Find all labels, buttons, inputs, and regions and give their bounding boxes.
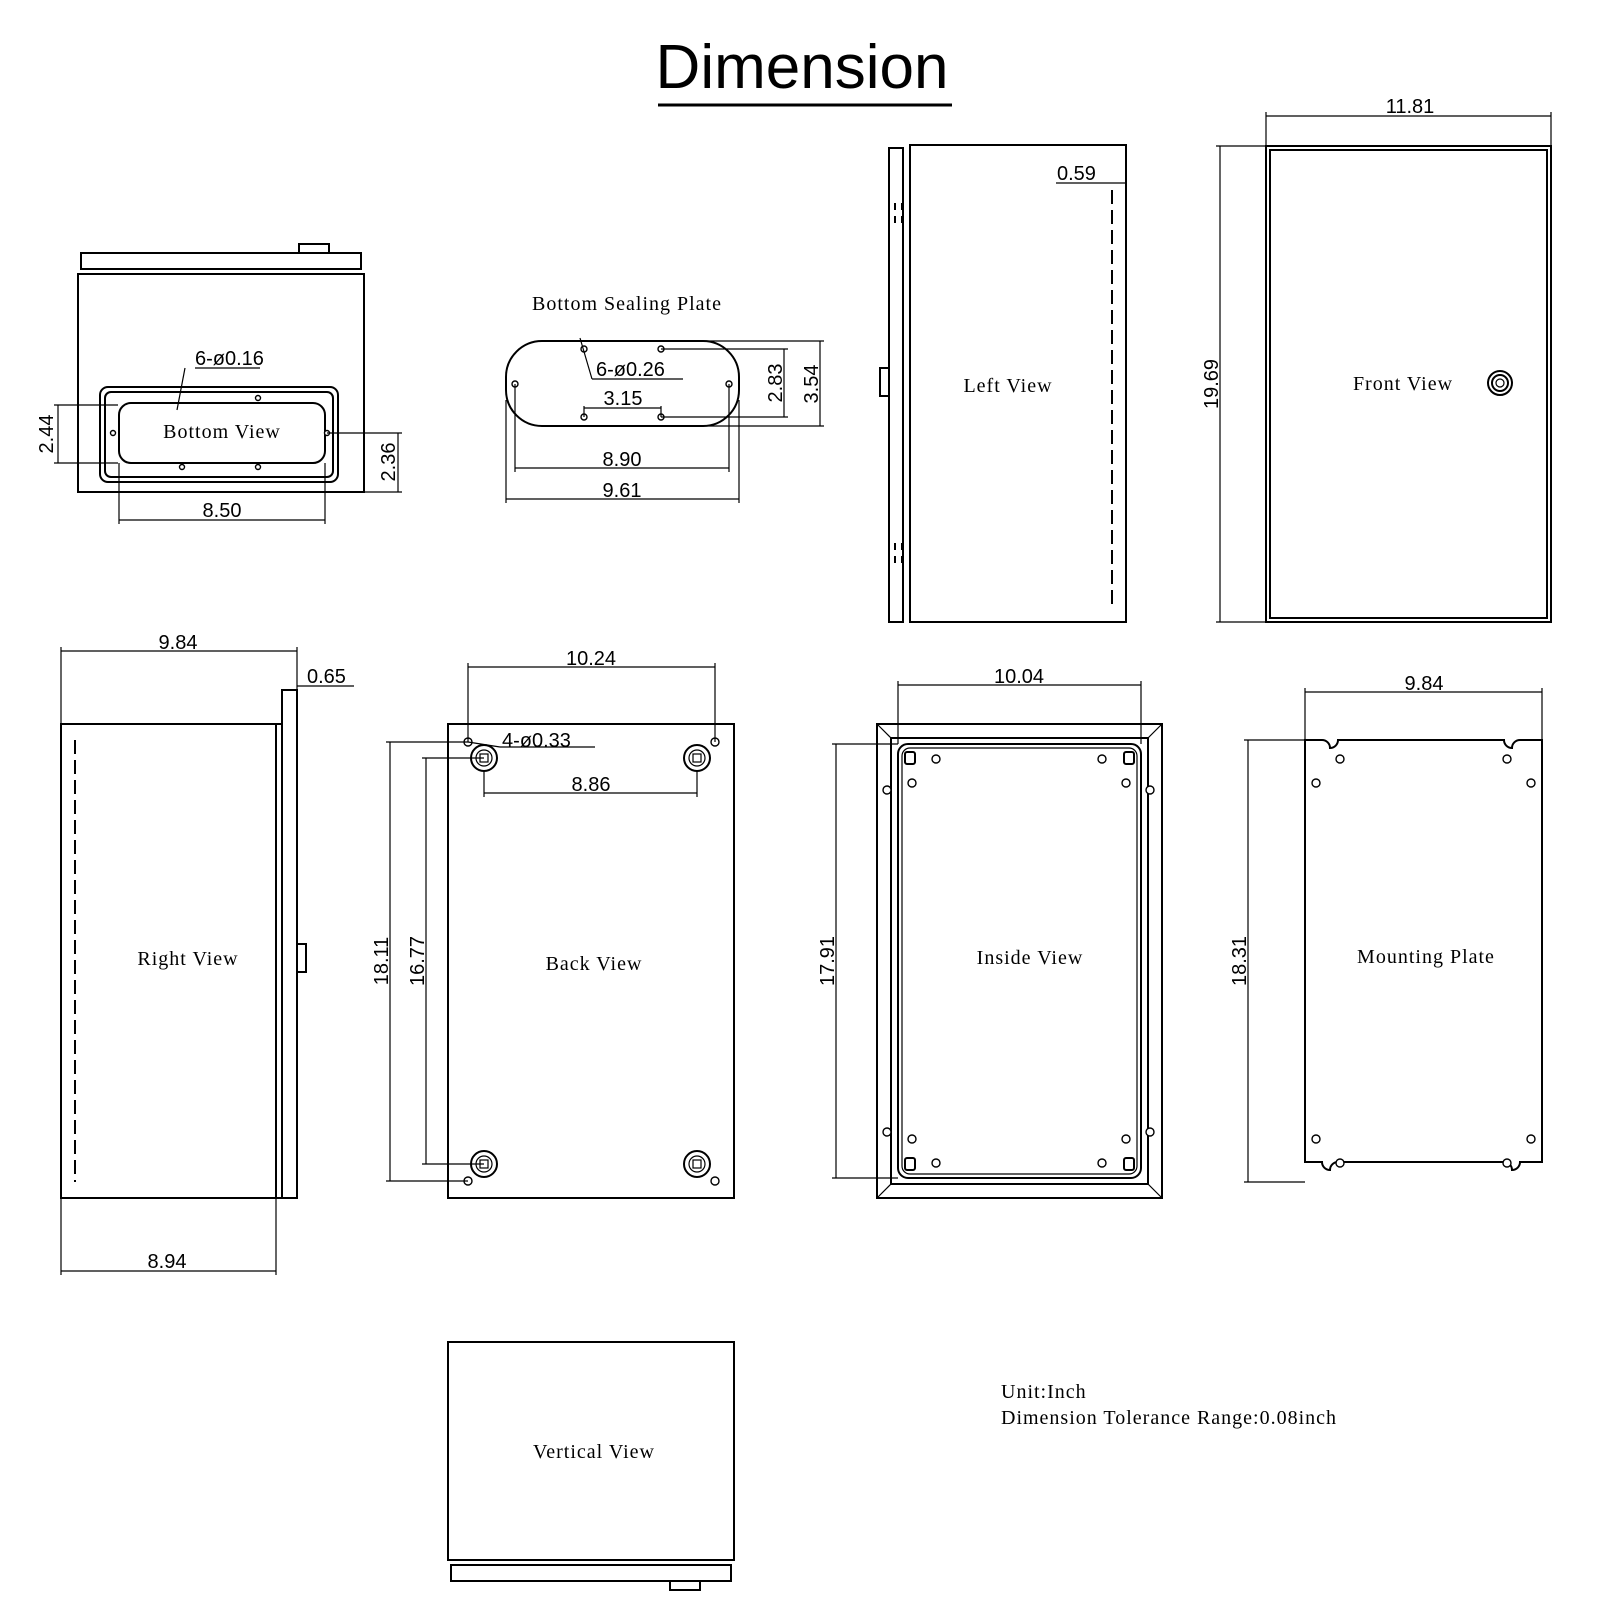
bottom-sealing-plate: Bottom Sealing Plate 6-ø0.26 3.15 2.83 3… xyxy=(505,293,824,503)
back-height-label: 18.11 xyxy=(371,937,393,986)
back-holes-label: 4-ø0.33 xyxy=(502,730,571,752)
inside-height-label: 17.91 xyxy=(817,936,839,986)
plate-height-label: 3.54 xyxy=(801,365,823,404)
tolerance-note: Dimension Tolerance Range:0.08inch xyxy=(1001,1407,1337,1429)
right-view-label: Right View xyxy=(137,948,238,970)
inside-view: Inside View 10.04 17.91 xyxy=(817,666,1163,1199)
plate-holes-label: 6-ø0.26 xyxy=(596,359,665,381)
vertical-view-label: Vertical View xyxy=(533,1441,655,1463)
bottom-depth-label: 2.36 xyxy=(378,443,400,482)
mount-width-label: 9.84 xyxy=(1405,673,1444,695)
bottom-holes-label: 6-ø0.16 xyxy=(195,348,264,370)
left-view-label: Left View xyxy=(963,375,1052,397)
back-width-label: 10.24 xyxy=(566,648,616,670)
bottom-view: 6-ø0.16 Bottom View 2.44 2.36 8.50 xyxy=(36,243,402,524)
bottom-height-label: 2.44 xyxy=(36,415,58,454)
front-width-label: 11.81 xyxy=(1386,96,1435,118)
back-hole-spacing-label: 8.86 xyxy=(572,774,611,796)
right-view: Right View 9.84 0.65 8.94 xyxy=(60,632,354,1275)
unit-note: Unit:Inch xyxy=(1001,1381,1087,1403)
vertical-view: Vertical View xyxy=(447,1341,735,1591)
plate-hole-width-label: 8.90 xyxy=(603,449,642,471)
plate-width-label: 9.61 xyxy=(603,480,642,502)
right-door-label: 0.65 xyxy=(307,666,346,688)
bottom-width-label: 8.50 xyxy=(203,500,242,522)
back-view-label: Back View xyxy=(546,953,643,975)
right-depth-top-label: 9.84 xyxy=(159,632,198,654)
back-hole-height-label: 16.77 xyxy=(407,936,429,986)
front-height-label: 19.69 xyxy=(1201,359,1223,409)
back-view: 4-ø0.33 Back View 10.24 8.86 18.11 16.77 xyxy=(371,648,735,1199)
mounting-plate: Mounting Plate 9.84 18.31 xyxy=(1229,673,1543,1183)
inside-view-label: Inside View xyxy=(977,947,1084,969)
plate-hole-spacing-label: 3.15 xyxy=(604,388,643,410)
inside-width-label: 10.04 xyxy=(994,666,1044,688)
front-view: Front View 11.81 19.69 xyxy=(1201,96,1552,623)
bottom-sealing-plate-label: Bottom Sealing Plate xyxy=(532,293,722,315)
right-depth-bottom-label: 8.94 xyxy=(148,1251,187,1273)
plate-inner-height-label: 2.83 xyxy=(765,364,787,403)
mount-height-label: 18.31 xyxy=(1229,936,1251,986)
mounting-plate-label: Mounting Plate xyxy=(1357,946,1495,968)
left-view: 0.59 Left View xyxy=(879,144,1127,623)
front-view-label: Front View xyxy=(1353,373,1453,395)
bottom-view-label: Bottom View xyxy=(163,421,281,443)
left-door-offset-label: 0.59 xyxy=(1057,163,1096,185)
page-title: Dimension xyxy=(656,33,949,102)
